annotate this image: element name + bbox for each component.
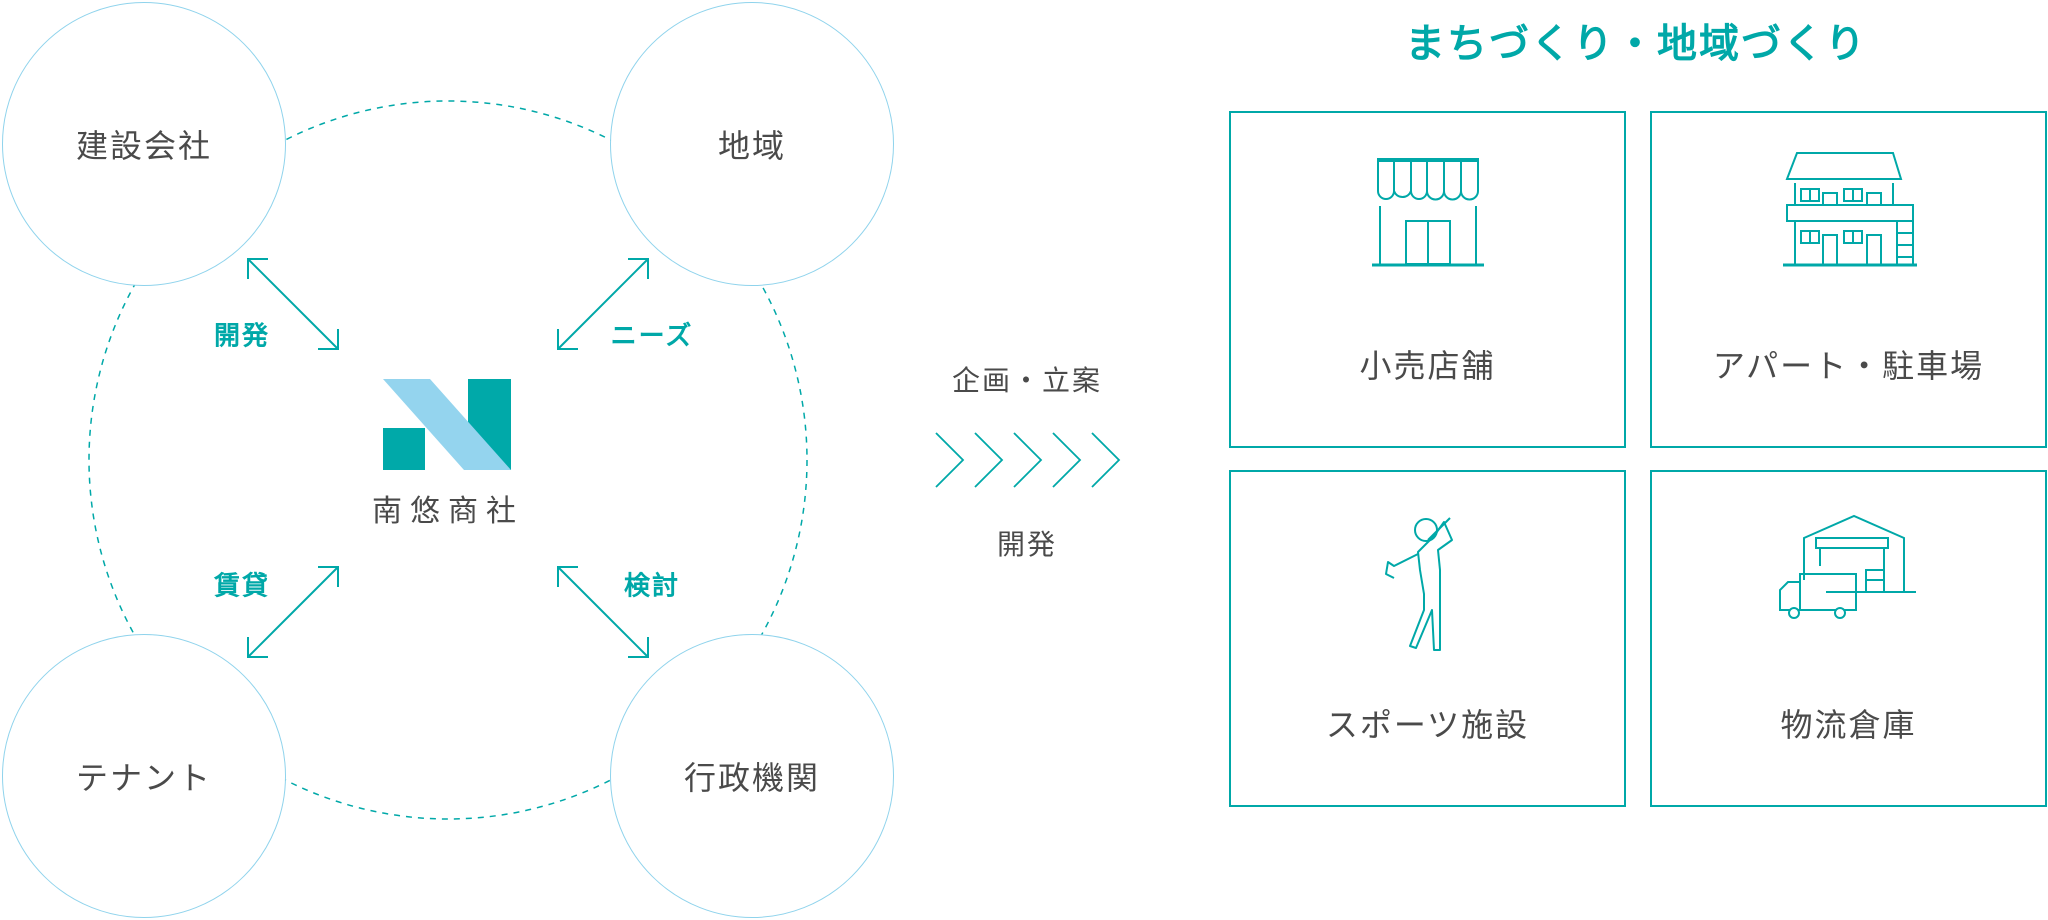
- warehouse-icon: [1778, 514, 1916, 619]
- card-label: 物流倉庫: [1780, 706, 1917, 744]
- flow-development: 開発: [996, 528, 1058, 561]
- company-name: 南悠商社: [372, 494, 524, 529]
- arrow-review: [557, 566, 649, 658]
- node-region: 地域: [610, 2, 894, 286]
- outcome-title: まちづくり・地域づくり: [1405, 21, 1867, 67]
- card-label: アパート・駐車場: [1712, 347, 1985, 385]
- card-retail-store: 小売店舗: [1229, 111, 1626, 448]
- chevrons-icon: [935, 432, 1121, 488]
- node-government: 行政機関: [610, 634, 894, 918]
- node-label: 建設会社: [75, 127, 212, 165]
- arrow-develop: [247, 258, 339, 350]
- node-construction-company: 建設会社: [2, 2, 286, 286]
- node-tenant: テナント: [2, 634, 286, 918]
- golfer-icon: [1384, 517, 1453, 651]
- card-sports-facility: スポーツ施設: [1229, 470, 1626, 807]
- node-label: 行政機関: [683, 759, 820, 797]
- arrow-needs: [557, 258, 649, 350]
- node-label: テナント: [75, 759, 212, 797]
- relation-needs: ニーズ: [610, 321, 694, 352]
- card-apartment-parking: アパート・駐車場: [1650, 111, 2047, 448]
- relation-review: 検討: [623, 571, 681, 602]
- relation-develop: 開発: [213, 321, 271, 352]
- card-label: 小売店舗: [1359, 347, 1496, 385]
- dashed-ring: [88, 100, 808, 820]
- company-logo: [383, 379, 511, 470]
- flow-planning: 企画・立案: [951, 364, 1103, 397]
- card-label: スポーツ施設: [1325, 706, 1530, 744]
- node-label: 地域: [717, 127, 786, 165]
- arrow-lease: [247, 566, 339, 658]
- card-logistics-warehouse: 物流倉庫: [1650, 470, 2047, 807]
- store-icon: [1371, 158, 1484, 267]
- relation-lease: 賃貸: [213, 571, 271, 602]
- apartment-icon: [1782, 152, 1917, 267]
